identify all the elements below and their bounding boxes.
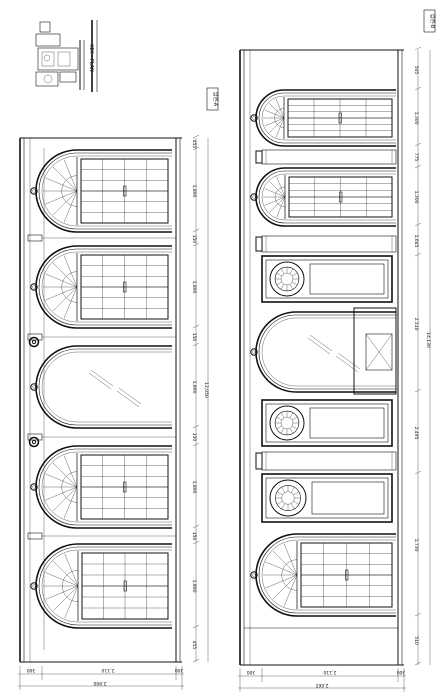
elevation-b-dim-7: 2,495: [413, 427, 419, 440]
elevation-a-dim-10: 1,890: [191, 580, 197, 593]
elevation-a-sconce-2: [28, 436, 40, 448]
elevation-b-panel-3: [261, 473, 393, 523]
elevation-b-dim-6: 2,510: [413, 318, 419, 331]
elevation-a-bottom-dims: 300 2,110 300 2,900: [18, 666, 184, 690]
elevation-b-bottom-dim-3: 300: [397, 669, 406, 675]
elevation-b-dim-tick-2: [414, 86, 422, 91]
elevation-b-dim-tick-8: [414, 470, 422, 475]
elevation-a-dim-8: 1,890: [191, 481, 197, 494]
elevation-b-upper-window-2: [250, 167, 396, 227]
elevation-a-divider-3: [27, 433, 176, 441]
elevation-b-dim-2: 1,300: [413, 112, 419, 125]
elevation-b-pilaster-2: [255, 235, 397, 253]
elevation-b-bottom-total: 2,665: [315, 682, 328, 688]
elevation-a-bottom-dim-2: 2,110: [101, 667, 114, 673]
elevation-a-dim-4: 1,890: [191, 281, 197, 294]
elevation-a-divider-1: [27, 234, 176, 242]
elevation-b-bottom-dim-1: 300: [247, 669, 256, 675]
elevation-a-bottom-total: 2,900: [93, 680, 106, 686]
elevation-a-dim-tick-2: [192, 146, 200, 151]
elevation-b: [239, 49, 404, 666]
elevation-b-dim-3: 775: [413, 153, 419, 162]
elevation-b-dim-tick-6: [414, 252, 422, 257]
elevation-b-dim-4: 1,300: [413, 191, 419, 204]
elevation-a-dim-tick-3: [192, 228, 200, 233]
elevation-a-bay-4: [30, 445, 172, 529]
elevation-b-label: 입면-B: [429, 14, 436, 29]
elevation-a-divider-2: [27, 333, 176, 341]
elevation-a-divider-4: [27, 532, 176, 540]
elevation-a-dim-2: 1,890: [191, 185, 197, 198]
elevation-b-dim-9: 510: [413, 636, 419, 645]
elevation-b-console: [353, 307, 397, 395]
elevation-b-lower-door: [250, 533, 396, 617]
elevation-b-dim-tick-3: [414, 142, 422, 147]
elevation-a-dim-tick-9: [192, 524, 200, 529]
elevation-b-bottom-dims: 300 2,110 300 2,665: [238, 668, 406, 692]
elevation-b-dim-1: 505: [413, 66, 419, 75]
elevation-b-upper-window-1: [250, 89, 396, 147]
elevation-b-dim-tick-1: [414, 46, 422, 51]
elevation-a-dim-tick-8: [192, 442, 200, 447]
elevation-a-dimensions: 455 1,890 150 1,890 150 1,890 150 1,890 150 1,890…: [191, 134, 209, 663]
elevation-a-bay-3: [30, 345, 172, 429]
elevation-a-bottom-dim-3: 300: [175, 667, 184, 673]
elevation-a-dim-tick-4: [192, 242, 200, 247]
elevation-b-dim-8: 1,730: [413, 539, 419, 552]
elevation-a-dim-tick-7: [192, 424, 200, 429]
key-plan-label: KEY - PLAN: [88, 44, 94, 72]
elevation-a-dim-tick-1: [192, 134, 200, 139]
elevation-b-tag: 입면-B: [423, 9, 436, 33]
elevation-a-dim-7: 150: [191, 433, 197, 442]
elevation-b-pilaster-1: [255, 149, 397, 165]
elevation-b-panel-2: [261, 399, 393, 447]
elevation-a-dim-6: 1,890: [191, 381, 197, 394]
elevation-a-dim-tick-11: [192, 624, 200, 629]
elevation-a-bay-5: [30, 543, 172, 629]
elevation-a-dim-tick-10: [192, 540, 200, 545]
elevation-a-label: 입면-A: [212, 92, 219, 107]
elevation-a-overall-dim: 12,050: [203, 382, 209, 398]
elevation-b-dim-tick-7: [414, 388, 422, 393]
elevation-b-overall-dim: 14,130: [425, 332, 431, 348]
elevation-b-bottom-dim-2: 2,110: [323, 669, 336, 675]
elevation-b-mirror-bay: [250, 311, 396, 393]
elevation-b-dim-tick-5: [414, 222, 422, 227]
elevation-b-pilaster-3: [255, 451, 397, 471]
elevation-a-bottom-dim-1: 300: [27, 667, 36, 673]
elevation-b-dim-tick-9: [414, 612, 422, 617]
elevation-b-dim-tick-10: [414, 661, 422, 666]
elevation-a-dim-11: 455: [191, 641, 197, 650]
elevation-b-dimensions: 5051,3007751,3001,6452,5102,4951,730510 …: [413, 46, 431, 666]
elevation-a-dim-3: 150: [191, 235, 197, 244]
elevation-a-dim-tick-5: [192, 324, 200, 329]
elevation-a-dim-1: 455: [191, 140, 197, 149]
key-plan: KEY - PLAN: [35, 20, 98, 92]
elevation-a-dim-tick-6: [192, 342, 200, 347]
elevation-a: [19, 137, 182, 663]
elevation-a-tag: 입면-A: [206, 87, 219, 111]
elevation-b-dim-tick-4: [414, 164, 422, 169]
elevation-a-dim-9: 150: [191, 532, 197, 541]
elevation-b-panel-1: [261, 255, 393, 303]
elevation-a-dim-5: 150: [191, 333, 197, 342]
elevation-a-bay-1: [30, 149, 172, 233]
elevation-a-sconce-1: [28, 336, 40, 348]
elevation-a-bay-2: [30, 245, 172, 329]
elevation-b-dim-5: 1,645: [413, 235, 419, 248]
elevation-a-dim-tick-12: [192, 658, 200, 663]
